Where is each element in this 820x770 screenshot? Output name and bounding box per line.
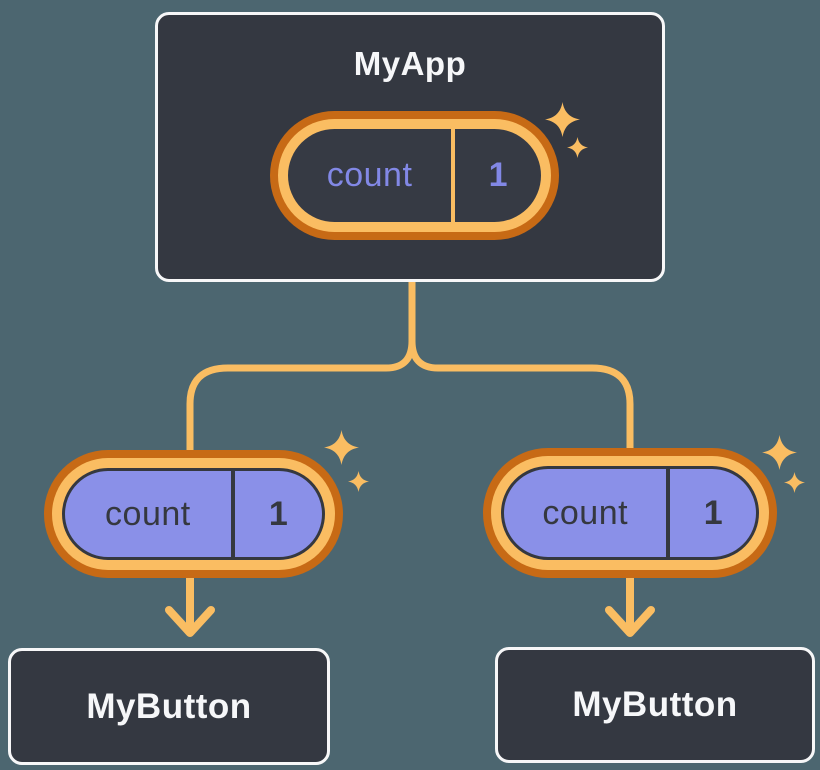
prop-value: 1: [268, 494, 288, 533]
prop-pill: count 1: [483, 448, 777, 578]
sparkle-icon: [324, 430, 359, 465]
sparkle-icon: [784, 472, 805, 493]
sparkle-icon: [762, 435, 797, 470]
prop-name: count: [105, 494, 191, 533]
pill-divider: [666, 469, 671, 557]
state-pill-body: count 1: [288, 129, 541, 222]
sparkle-icon: [545, 102, 580, 137]
state-pill-ring: count 1: [278, 119, 551, 232]
pill-divider: [451, 129, 456, 222]
prop-name: count: [542, 493, 629, 532]
component-title: MyButton: [86, 686, 252, 726]
component-card-mybutton: MyButton: [495, 647, 815, 763]
prop-pill-ring: count 1: [52, 458, 335, 570]
prop-pill-ring: count 1: [491, 456, 769, 570]
prop-value: 1: [703, 493, 723, 532]
sparkle-icon: [567, 137, 588, 158]
prop-pill: count 1: [44, 450, 343, 578]
state-name: count: [326, 156, 413, 194]
prop-pill-body: count 1: [62, 468, 325, 560]
component-title: MyButton: [572, 685, 738, 724]
connector-root-to-right-child: [408, 340, 634, 450]
sparkle-icon: [348, 471, 369, 492]
state-pill: count 1: [270, 111, 559, 240]
component-card-mybutton: MyButton: [8, 648, 330, 765]
component-title: MyApp: [353, 45, 467, 82]
prop-pill-body: count 1: [501, 466, 759, 560]
down-arrow-icon: [165, 571, 215, 637]
connector-root-to-left-child: [186, 281, 416, 452]
pill-divider: [230, 471, 235, 557]
state-value: 1: [488, 156, 508, 194]
down-arrow-icon: [605, 571, 655, 637]
